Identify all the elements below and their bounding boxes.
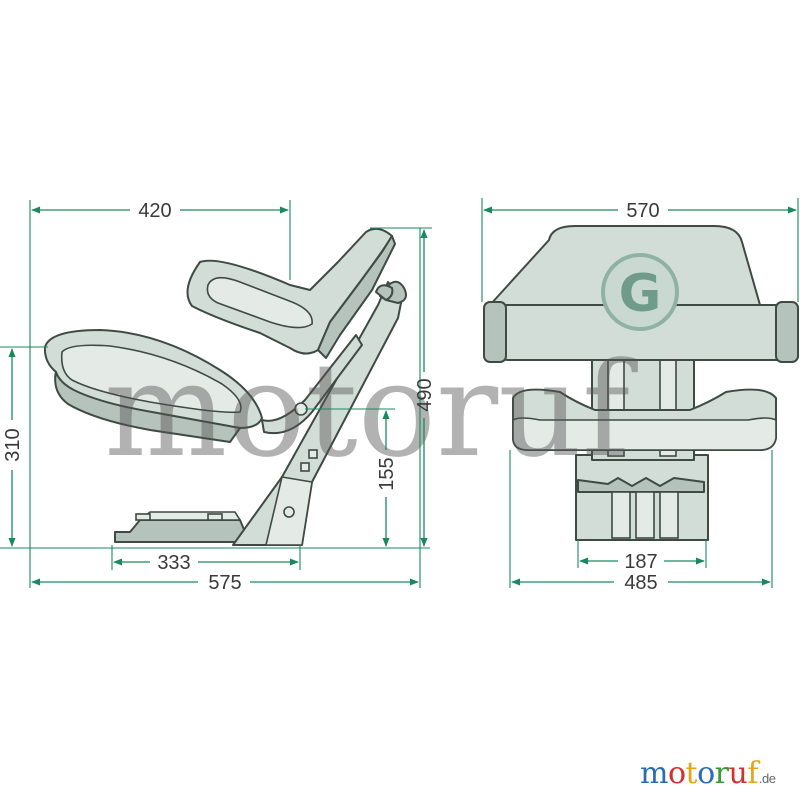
dimension-label: 187 (624, 551, 657, 573)
dimension-label: 420 (138, 200, 171, 222)
dimension-label: 490 (414, 378, 436, 411)
dimension-front-backrest-width: 570 (483, 200, 797, 222)
dimension-side-pivot-height: 155 (376, 410, 398, 547)
brand-letter: r (714, 756, 729, 791)
brand-letter: f (747, 756, 758, 791)
brand-logo: motoruf.de (640, 756, 776, 791)
dimension-side-base-length: 333 (113, 552, 299, 574)
dimension-label: 155 (376, 457, 398, 490)
brand-letter: o (667, 756, 686, 791)
dimension-side-seat-height: 310 (2, 348, 24, 547)
logo-emblem-letter: G (619, 264, 662, 324)
brand-domain-suffix: .de (758, 771, 776, 786)
brand-letter: m (640, 756, 668, 791)
dimension-side-total-length: 575 (31, 572, 419, 594)
brand-letter: o (697, 756, 715, 791)
dimension-front-base-width: 187 (579, 551, 705, 573)
brand-letter: t (685, 756, 698, 791)
watermark-text: motoruf (104, 334, 638, 486)
dimension-label: 570 (626, 200, 659, 222)
logo-emblem: G (601, 253, 679, 331)
extension-lines (0, 198, 799, 588)
side-view-seat (43, 227, 407, 546)
dimension-label: 575 (208, 572, 241, 594)
brand-letter: u (728, 756, 748, 791)
dimension-front-total-width: 485 (511, 572, 771, 594)
dimension-side-top-width: 420 (31, 200, 289, 222)
dimension-label: 485 (624, 572, 657, 594)
front-view-seat: G (483, 225, 799, 541)
dimension-label: 333 (157, 552, 190, 574)
dimension-label: 310 (2, 428, 24, 461)
dimension-side-total-height: 490 (414, 229, 436, 547)
